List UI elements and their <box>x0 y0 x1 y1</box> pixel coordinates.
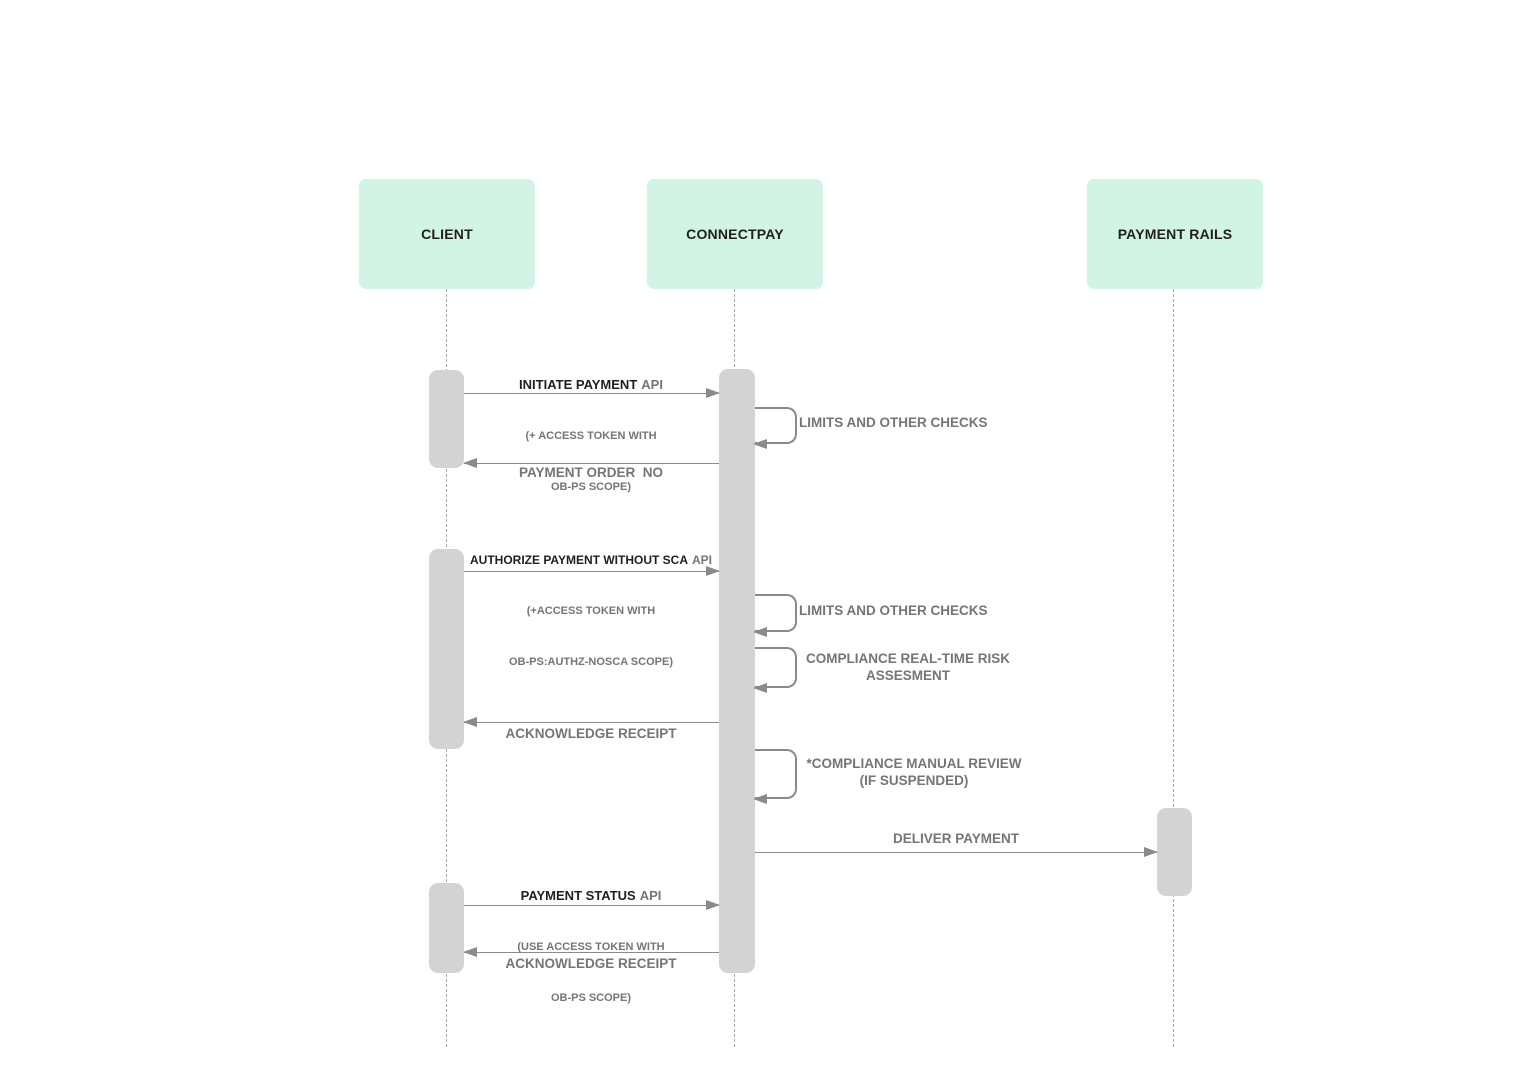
label-compliance-realtime: COMPLIANCE REAL-TIME RISK ASSESMENT <box>806 651 1010 683</box>
participant-connectpay: CONNECTPAY <box>647 179 823 289</box>
arrow-initiate-payment <box>464 388 720 398</box>
arrowhead-left-icon <box>463 947 477 957</box>
arrowhead-left-icon <box>463 717 477 727</box>
message-subtitle: OB-PS SCOPE) <box>550 481 632 493</box>
message-subtitle: (USE ACCESS TOKEN WITH <box>517 941 665 953</box>
activation-connectpay <box>719 369 755 973</box>
message-subtitle: (+ ACCESS TOKEN WITH <box>525 430 657 442</box>
selfloop-limits-checks-2 <box>753 594 797 637</box>
participant-client-label: CLIENT <box>421 226 473 242</box>
arrow-payment-status <box>464 900 720 910</box>
arrowhead-left-icon <box>753 683 767 693</box>
message-subtitle: OB-PS SCOPE) <box>550 992 632 1004</box>
arrow-deliver-payment <box>755 847 1158 857</box>
arrow-authorize-payment <box>464 566 720 576</box>
label-compliance-manual: *COMPLIANCE MANUAL REVIEW (IF SUSPENDED) <box>806 756 1022 788</box>
label-acknowledge-receipt-2: ACKNOWLEDGE RECEIPT <box>505 956 677 971</box>
activation-payment-rails <box>1157 808 1192 896</box>
arrow-acknowledge-receipt-2 <box>463 947 719 957</box>
arrowhead-left-icon <box>463 458 477 468</box>
activation-client-3 <box>429 883 464 973</box>
arrowhead-right-icon <box>706 900 720 910</box>
arrow-acknowledge-receipt-1 <box>463 717 719 727</box>
arrowhead-left-icon <box>753 627 767 637</box>
selfloop-limits-checks-1 <box>753 407 797 449</box>
selfloop-compliance-manual <box>753 749 797 804</box>
activation-client-1 <box>429 370 464 468</box>
label-acknowledge-receipt-1: ACKNOWLEDGE RECEIPT <box>505 726 677 741</box>
label-payment-order-no: PAYMENT ORDER NO <box>518 465 664 480</box>
arrowhead-right-icon <box>706 566 720 576</box>
participant-client: CLIENT <box>359 179 535 289</box>
participant-payment-rails: PAYMENT RAILS <box>1087 179 1263 289</box>
arrowhead-left-icon <box>753 439 767 449</box>
arrowhead-right-icon <box>706 388 720 398</box>
message-subtitle: (+ACCESS TOKEN WITH <box>526 605 656 617</box>
arrowhead-left-icon <box>753 794 767 804</box>
arrow-payment-order-return <box>463 458 719 468</box>
lifeline-payment-rails <box>1173 289 1174 1047</box>
activation-client-2 <box>429 549 464 749</box>
arrowhead-right-icon <box>1144 847 1158 857</box>
label-limits-checks-2: LIMITS AND OTHER CHECKS <box>799 603 988 618</box>
participant-connectpay-label: CONNECTPAY <box>686 226 784 242</box>
participant-payment-rails-label: PAYMENT RAILS <box>1117 226 1233 242</box>
message-subtitle: OB-PS:AUTHZ-NOSCA SCOPE) <box>509 656 673 668</box>
label-deliver-payment: DELIVER PAYMENT <box>892 831 1020 846</box>
label-limits-checks-1: LIMITS AND OTHER CHECKS <box>799 415 988 430</box>
selfloop-compliance-realtime <box>753 647 797 693</box>
